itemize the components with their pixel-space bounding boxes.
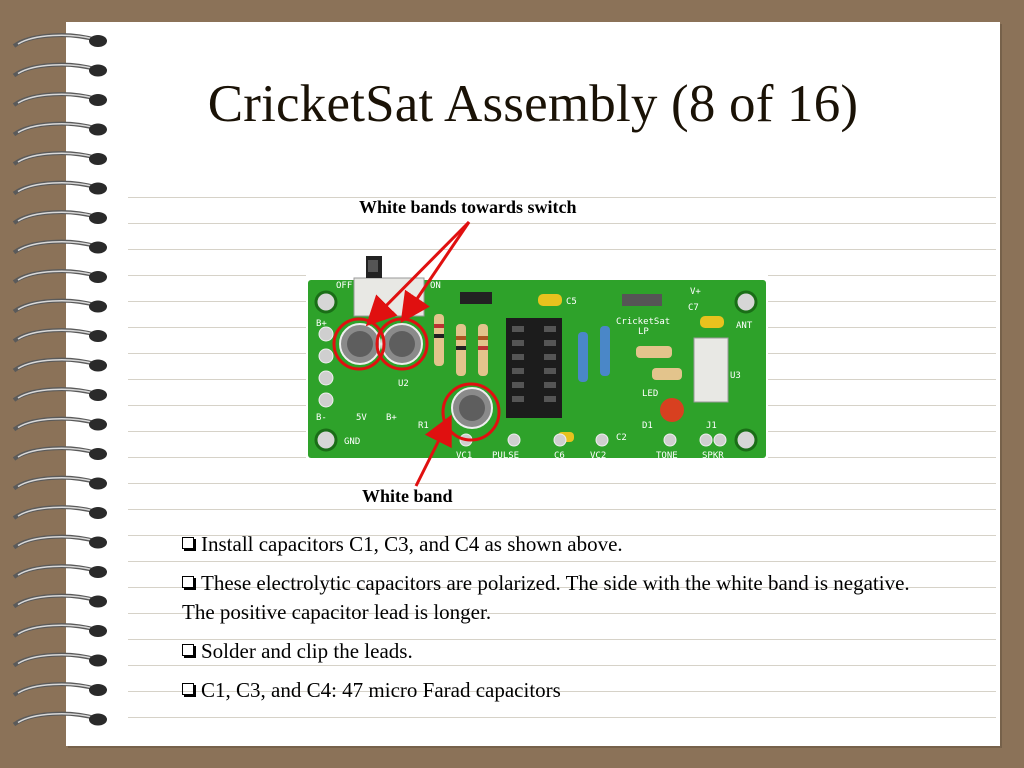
spiral-coil [12, 33, 107, 48]
spiral-coil [12, 298, 107, 314]
label-on: ON [430, 281, 441, 291]
spiral-coil [12, 446, 107, 461]
spiral-coil [12, 210, 107, 225]
label-5v: 5V [356, 413, 367, 423]
label-tone: TONE [656, 451, 678, 461]
label-u2: U2 [398, 379, 409, 389]
label-pulse: PULSE [492, 451, 519, 461]
label-b-plus: B+ [316, 319, 327, 329]
switch [353, 277, 425, 317]
label-lp: LP [638, 327, 649, 337]
label-c2: C2 [616, 433, 627, 443]
spiral-coil [12, 180, 107, 196]
label-led: LED [642, 389, 658, 399]
spiral-coil [12, 593, 107, 609]
bullet-item: Solder and clip the leads. [182, 637, 922, 666]
label-gnd: GND [344, 437, 360, 447]
label-ant: ANT [736, 321, 753, 331]
bullet-item: Install capacitors C1, C3, and C4 as sho… [182, 530, 922, 559]
spiral-coil [12, 711, 107, 727]
label-j1: J1 [706, 421, 717, 431]
spiral-coil [12, 682, 107, 697]
label-off: OFF [336, 281, 352, 291]
label-vc1: VC1 [456, 451, 472, 461]
circuit-board-photo: OFF ON B+ U2 B- 5V B+ GND R1 VC1 PULSE C… [306, 254, 768, 462]
label-v-plus: V+ [690, 287, 701, 297]
checkbox-bullet-icon [182, 644, 194, 656]
checkbox-bullet-icon [182, 683, 194, 695]
label-r1: R1 [418, 421, 429, 431]
spiral-coil [12, 151, 107, 166]
label-u3: U3 [730, 371, 741, 381]
label-spkr: SPKR [702, 451, 724, 461]
spiral-coil [12, 62, 107, 78]
label-c7: C7 [688, 303, 699, 313]
checkbox-bullet-icon [182, 537, 194, 549]
spiral-coil [12, 121, 107, 137]
spiral-coil [12, 652, 107, 668]
spiral-coil [12, 564, 107, 579]
spiral-coil [12, 416, 107, 432]
bullet-list: Install capacitors C1, C3, and C4 as sho… [182, 530, 922, 715]
spiral-coil [12, 239, 107, 255]
checkbox-bullet-icon [182, 576, 194, 588]
label-c6: C6 [554, 451, 565, 461]
label-brand: CricketSat [616, 317, 670, 327]
label-vc2: VC2 [590, 451, 606, 461]
spiral-coil [12, 328, 107, 343]
label-c5: C5 [566, 297, 577, 307]
spiral-coil [12, 534, 107, 550]
bullet-item: C1, C3, and C4: 47 micro Farad capacitor… [182, 676, 922, 705]
label-b-plus-2: B+ [386, 413, 397, 423]
page-title: CricketSat Assembly (8 of 16) [207, 75, 859, 133]
callout-white-bands: White bands towards switch [359, 197, 577, 217]
spiral-binding [12, 33, 107, 727]
spiral-coil [12, 387, 107, 402]
spiral-coil [12, 92, 107, 107]
callout-white-band: White band [362, 486, 453, 506]
label-b-minus: B- [316, 413, 327, 423]
spiral-coil [12, 505, 107, 520]
spiral-coil [12, 623, 107, 638]
spiral-coil [12, 475, 107, 491]
spiral-coil [12, 269, 107, 284]
bullet-item: These electrolytic capacitors are polari… [182, 571, 910, 624]
spiral-coil [12, 357, 107, 373]
label-d1: D1 [642, 421, 653, 431]
